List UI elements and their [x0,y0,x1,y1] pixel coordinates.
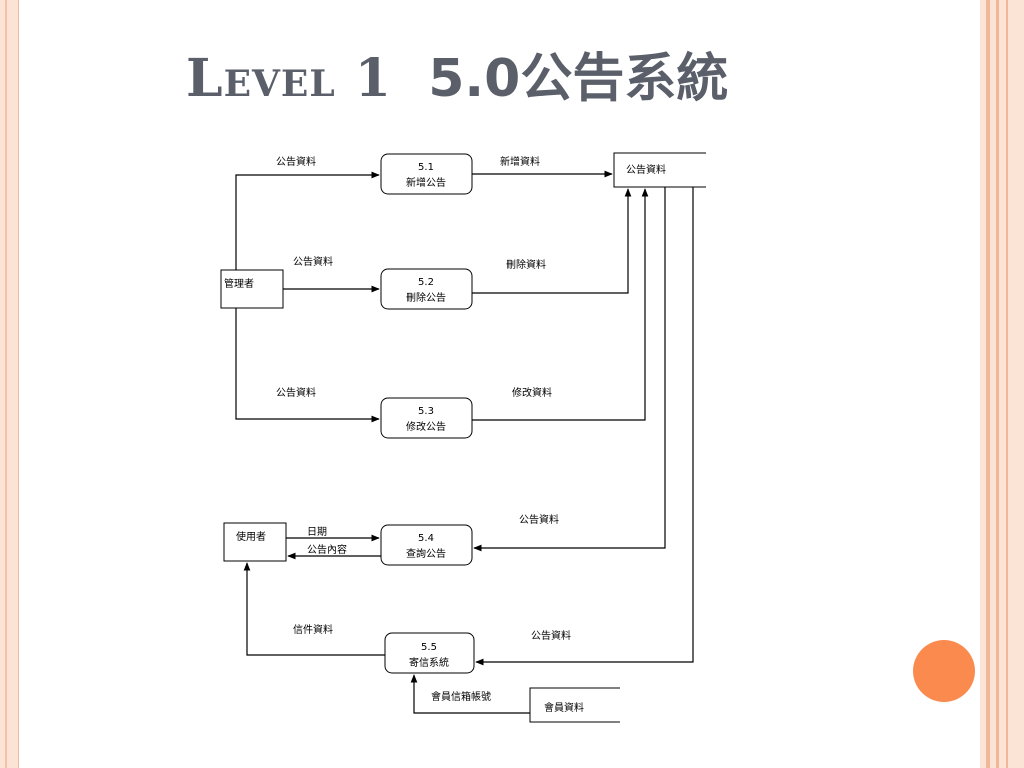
process-5-1: 5.1 新增公告 [380,153,473,195]
process-name: 刪除公告 [406,291,446,304]
admin-entity-label: 管理者 [224,277,254,290]
flow-5-5-to-user [243,562,385,656]
title-prefix: Level 1 [186,48,392,109]
flow-members-to-5-5 [410,674,530,714]
flow-admin-to-5-3 [235,308,380,423]
flow-admin-to-5-1 [235,171,380,270]
process-name: 修改公告 [406,420,446,433]
process-id: 5.4 [418,533,434,544]
announcement-store-outline [613,152,706,188]
flow-label-admin-to-5-2: 公告資料 [293,255,333,268]
announcement-store-label: 公告資料 [626,163,666,176]
process-id: 5.3 [418,406,434,417]
flow-label-5-5-to-user: 信件資料 [293,623,333,636]
flow-label-store-to-5-5: 公告資料 [531,629,571,642]
flow-label-5-1-to-store: 新增資料 [500,155,540,168]
process-id: 5.1 [418,162,434,173]
flow-5-3-to-store [472,188,649,421]
flow-label-admin-to-5-1: 公告資料 [276,155,316,168]
flow-5-2-to-store [472,188,632,294]
process-id: 5.5 [421,642,437,653]
process-box [380,268,473,310]
process-5-5: 5.5 寄信系統 [384,632,475,674]
border-stripe [1006,0,1008,768]
flow-label-admin-to-5-3: 公告資料 [276,386,316,399]
flow-store-to-5-5 [475,187,694,666]
flow-label-5-4-to-user: 公告內容 [307,543,347,556]
slide-title: Level 1 5.0公告系統 [186,44,826,114]
process-box [384,632,475,674]
member-store-label: 會員資料 [544,701,584,714]
process-id: 5.2 [418,277,434,288]
flow-label-5-3-to-store: 修改資料 [512,386,552,399]
border-stripe [996,0,999,768]
process-name: 寄信系統 [409,656,449,669]
flow-label-store-to-5-4: 公告資料 [519,513,559,526]
decorative-circle [913,640,975,702]
left-border-decoration [0,0,19,768]
process-name: 新增公告 [406,176,446,189]
user-entity-box [223,522,287,562]
flow-store-to-5-4 [473,187,666,552]
flow-label-members-to-5-5: 會員信箱帳號 [431,690,491,703]
border-stripe [986,0,990,768]
title-main: 5.0公告系統 [428,49,729,109]
admin-entity-box [220,269,284,309]
process-box [380,397,473,439]
flow-label-5-2-to-store: 刪除資料 [506,258,546,271]
user-entity-label: 使用者 [236,530,266,543]
process-5-3: 5.3 修改公告 [380,397,473,439]
member-store-outline [529,687,620,723]
process-5-4: 5.4 查詢公告 [380,524,473,566]
process-box [380,524,473,566]
right-border-decoration [980,0,1024,768]
flow-label-user-to-5-4: 日期 [307,526,327,538]
process-5-2: 5.2 刪除公告 [380,268,473,310]
process-name: 查詢公告 [406,547,446,560]
